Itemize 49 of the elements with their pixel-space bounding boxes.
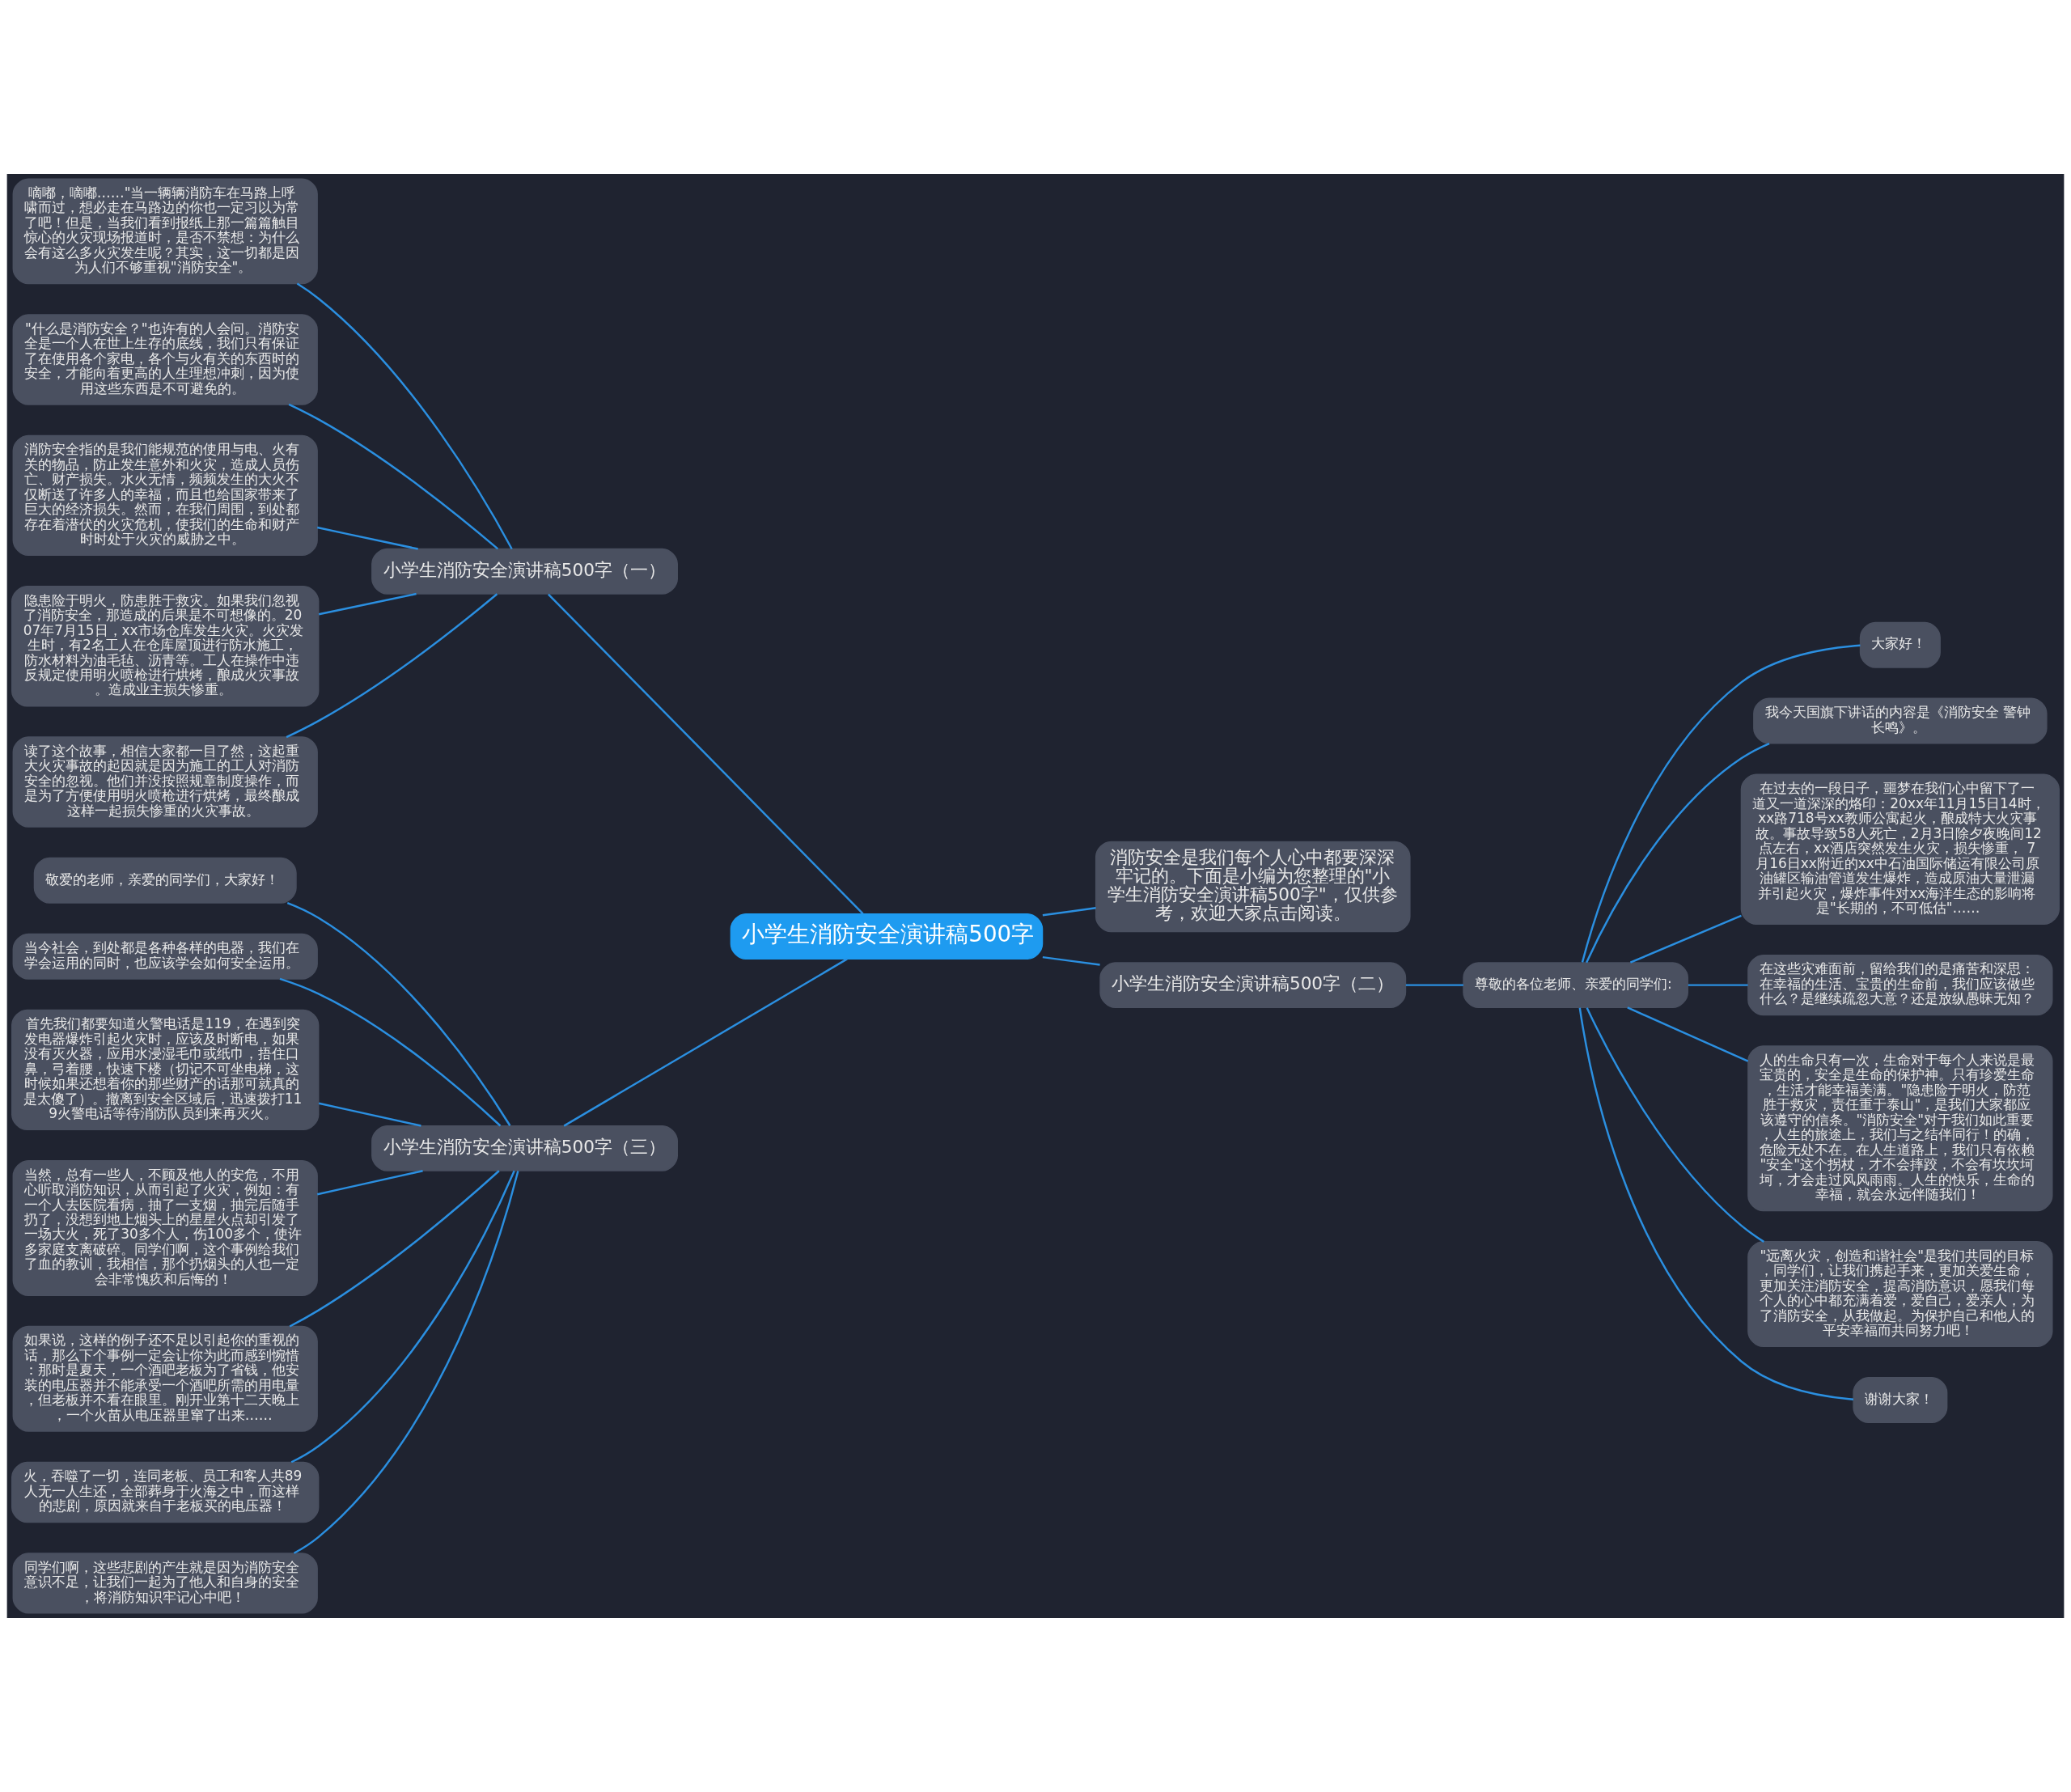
connector [296,282,513,550]
node-box: 当然，总有一些人，不顾及他人的安危，不用心听取消防知识，从而引起了火灾，例如：有一个人去医院看病，抽了一支烟，抽完后随手扔了，没想到地上烟头上的星星火点却引发了一场大火，死了30多个人，伤100多个，使许多家庭支离破碎。同学们啊，这个事例给我们了血的教训，我相信，那个扔烟头的人也一定会非常愧疚和后悔的！ [12,1160,318,1296]
node-box: 如果说，这样的例子还不足以引起你的重视的话，那么下个事例一定会让你为此而感到惋惜：那时是夏天，一个酒吧老板为了省钱，他安装的电压器并不能承受一个酒吧所需的用电量，但老板并不看在眼里。刚开业第十二天晚上，一个火苗从电压器里窜了出来…… [12,1325,318,1432]
node-box: 嘀嘟，嘀嘟……"当一辆辆消防车在马路上呼啸而过，想必走在马路边的你也一定习以为常了吧！但是，当我们看到报纸上那一篇篇触目惊心的火灾现场报道时，是否不禁想：为什么会有这么多火灾发生呢？其实，这一切都是因为人们不够重视"消防安全"。 [12,178,318,285]
connector [286,593,498,739]
connector [1629,914,1742,964]
node-box: 首先我们都要知道火警电话是119，在遇到突发电器爆炸引起火灾时，应该及时断电，如果没有灭火器，应用水浸湿毛巾或纸巾，捂住口鼻，弓着腰，快速下楼（切记不可坐电梯，这时候如果还想着你的那些财产的话那可就真的是太傻了）。撤离到安全区域后，迅速拨打119火警电话等待消防队员到来再灭火。 [11,1009,320,1131]
connector [563,958,848,1127]
connector [286,901,511,1126]
node-box: 消防安全是我们每个人心中都要深深牢记的。下面是小编为您整理的"小学生消防安全演讲稿500字"，仅供参考，欢迎大家点击阅读。 [1095,841,1411,933]
node-box: "远离火灾，创造和谐社会"是我们共同的目标，同学们，让我们携起手来，更加关爱生命，更加关注消防安全，提高消防意识，愿我们每个人的心中都充满着爱，爱自己，爱亲人，为了消防安全，从我做起。为保护自己和他人的平安幸福而共同努力吧！ [1747,1241,2053,1347]
connector [1586,742,1770,964]
connector [318,1102,421,1127]
node-box: "什么是消防安全？"也许有的人会问。消防安全是一个人在世上生存的底线，我们只有保证了在使用各个家电，各个与火有关的东西时的安全，才能向着更高的人生理想冲刺，因为使用这些东西是不可避免的。 [12,314,318,405]
connector [279,977,502,1127]
node-box: 小学生消防安全演讲稿500字（一） [371,548,678,595]
connector [1581,644,1861,963]
connector [548,593,864,915]
connector [1627,1006,1749,1062]
connector [1688,984,1748,986]
node-box: 人的生命只有一次，生命对于每个人来说是最宝贵的，安全是生命的保护神。只有珍爱生命，生活才能幸福美满。"隐患险于明火，防范胜于救灾，责任重于泰山"，是我们大家都应该遵守的信条。"消防安全"对于我们如此重要，人生的旅途上，我们与之结伴同行！的确，危险无处不在。在人生道路上，我们只有依赖"安全"这个拐杖，才不会摔跤，不会有坎坎坷坷，才会走过风风雨雨。人生的快乐，生命的幸福，就会永远伴随我们！ [1747,1045,2053,1212]
node-box: 火，吞噬了一切，连同老板、员工和客人共89人无一人生还，全部葬身于火海之中，而这样的悲剧，原因就来自于老板买的电压器！ [11,1461,320,1523]
connector [288,403,499,550]
node-box: 在这些灾难面前，留给我们的是痛苦和深思：在幸福的生活、宝贵的生命前，我们应该做些什么？是继续疏忽大意？还是放纵愚昧无知？ [1747,954,2053,1016]
node-box: 当今社会，到处都是各种各样的电器，我们在学会运用的同时，也应该学会如何安全运用。 [12,933,318,980]
connector [317,526,418,550]
connector [289,1170,500,1328]
node-box: 小学生消防安全演讲稿500字（二） [1099,962,1407,1009]
connector [1405,984,1463,986]
node-box: 小学生消防安全演讲稿500字 [730,913,1044,960]
connector [293,1171,519,1554]
node-box: 大家好！ [1859,621,1941,668]
connector [318,592,417,616]
connector [317,1169,423,1196]
connector [1042,955,1100,966]
node-box: 敬爱的老师，亲爱的同学们，大家好！ [33,857,297,904]
node-box: 读了这个故事，相信大家都一目了然，这起重大火灾事故的起因就是因为施工的工人对消防安全的忽视。他们并没按照规章制度操作，而是为了方便使用明火喷枪进行烘烤，最终酿成这样一起损失惨重的火灾事故。 [12,736,318,828]
node-box: 消防安全指的是我们能规范的使用与电、火有关的物品，防止发生意外和火灾，造成人员伤亡、财产损失。水火无情，频频发生的大火不仅断送了许多人的幸福，而且也给国家带来了巨大的经济损失。然而，在我们周围，到处都存在着潜伏的火灾危机，使我们的生命和财产时时处于火灾的威胁之中。 [12,434,318,557]
connector [1586,1007,1764,1243]
connector [1578,1007,1854,1400]
node-box: 小学生消防安全演讲稿500字（三） [371,1125,678,1171]
connector [290,1170,515,1464]
connector [1042,907,1096,917]
node-box: 尊敬的各位老师、亲爱的同学们: [1463,962,1688,1009]
node-box: 同学们啊，这些悲剧的产生就是因为消防安全意识不足，让我们一起为了他人和自身的安全，将消防知识牢记心中吧！ [12,1553,318,1614]
node-box: 我今天国旗下讲话的内容是《消防安全 警钟长鸣》。 [1753,697,2048,744]
node-box: 谢谢大家！ [1853,1377,1948,1423]
node-box: 隐患险于明火，防患胜于救灾。如果我们忽视了消防安全，那造成的后果是不可想像的。2007年7月15日，xx市场仓库发生火灾。火灾发生时，有2名工人在仓库屋顶进行防水施工，防水材料为油毛毡、沥青等。工人在操作中违反规定使用明火喷枪进行烘烤，酿成火灾事故。造成业主损失惨重。 [11,586,320,707]
node-box: 在过去的一段日子，噩梦在我们心中留下了一道又一道深深的烙印：20xx年11月15日14时，xx路718号xx教师公寓起火，酿成特大火灾事故。事故导致58人死亡，2月3日除夕夜晚间12点左右，xx酒店突然发生火灾，损失惨重， 7月16日xx附近的xx中石油国际储运有限公司原油罐区输油管道发生爆炸，造成原油大量泄漏并引起火灾，爆炸事件对xx海洋生态的影响将是"长期的，不可低估"…… [1740,773,2060,925]
